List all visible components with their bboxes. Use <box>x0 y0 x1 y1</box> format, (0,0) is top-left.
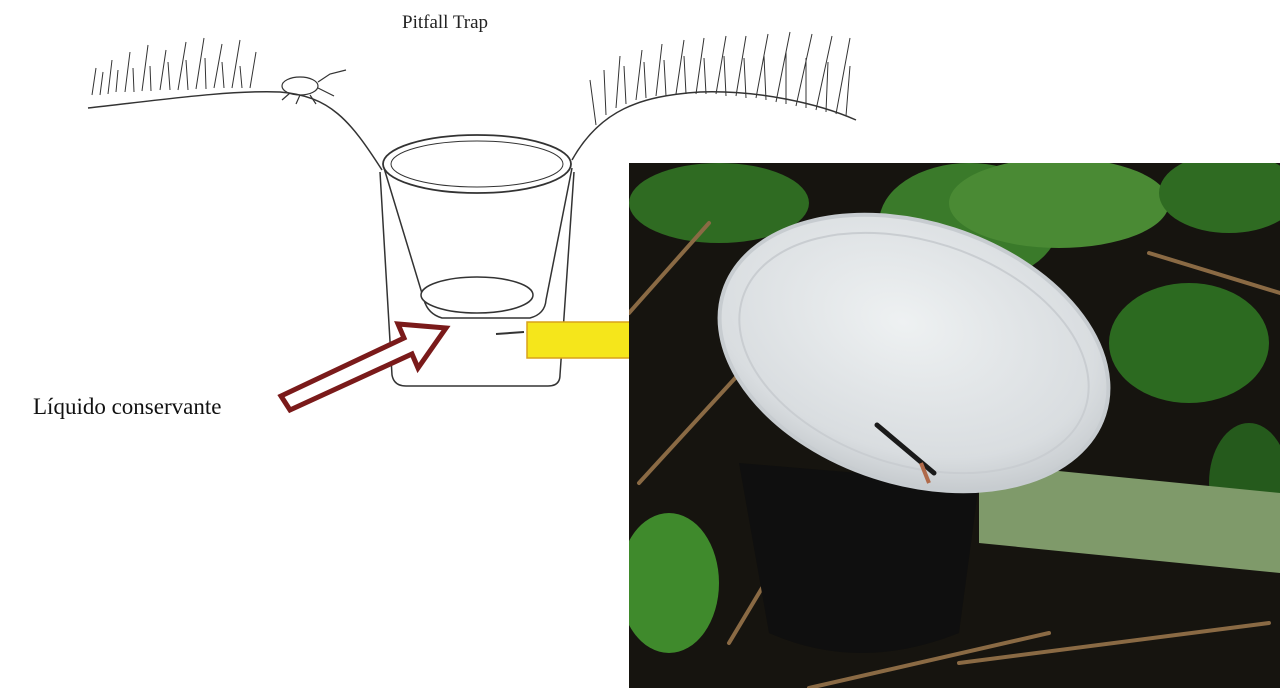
liquid-label: Líquido conservante <box>33 394 221 420</box>
grass-icon <box>92 38 256 95</box>
preserving-liquid <box>421 277 533 313</box>
grass-icon <box>590 32 850 125</box>
cup-rim <box>383 135 571 193</box>
pitfall-trap-photo <box>629 163 1280 688</box>
liquid-pointer-arrow <box>281 324 446 410</box>
